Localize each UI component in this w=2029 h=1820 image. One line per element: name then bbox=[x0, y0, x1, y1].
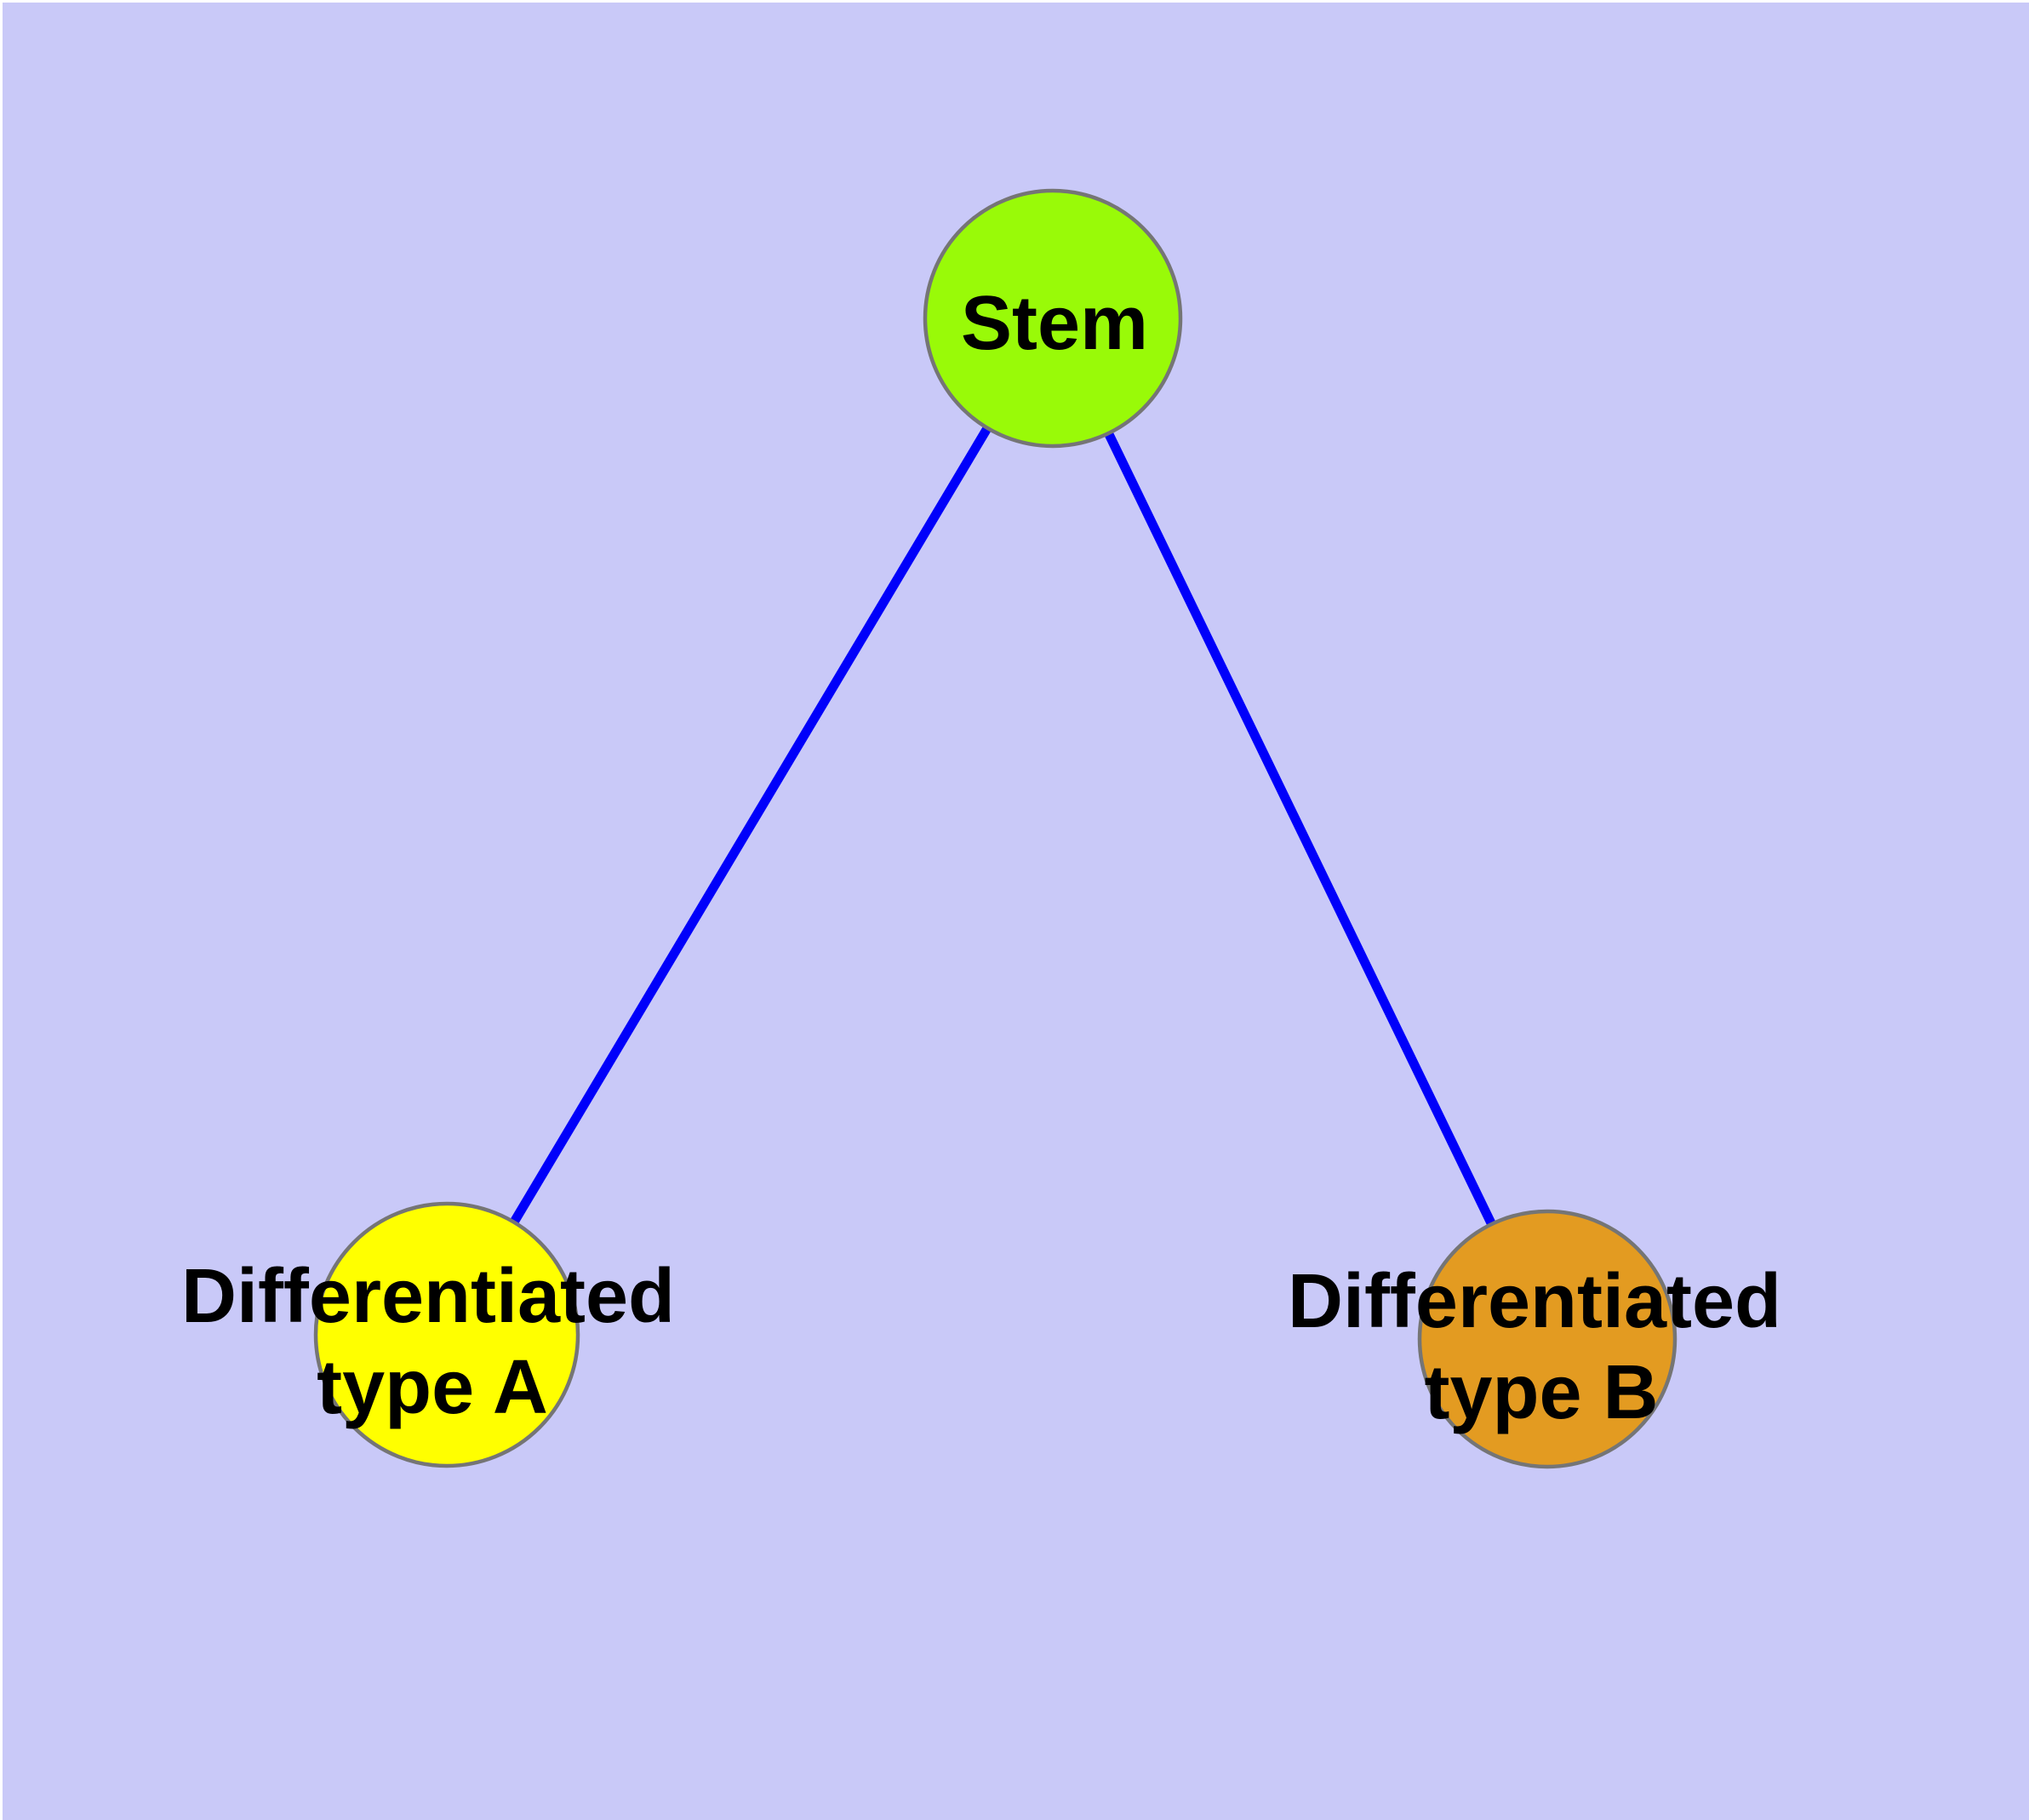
node-label-diff-b-line-1: Differentiated bbox=[1288, 1259, 1781, 1344]
node-stem bbox=[923, 188, 1183, 449]
edge-stem-to-diff-a bbox=[443, 316, 1057, 1337]
node-differentiated-type-b bbox=[1417, 1209, 1677, 1469]
node-label-diff-a-line-2: type A bbox=[317, 1345, 548, 1430]
node-differentiated-type-a bbox=[313, 1201, 580, 1468]
node-label-diff-a-line-1: Differentiated bbox=[181, 1254, 675, 1339]
node-label-stem: Stem bbox=[961, 281, 1148, 366]
node-label-diff-b-line-2: type B bbox=[1424, 1350, 1658, 1435]
edge-stem-to-diff-b bbox=[1049, 316, 1552, 1342]
